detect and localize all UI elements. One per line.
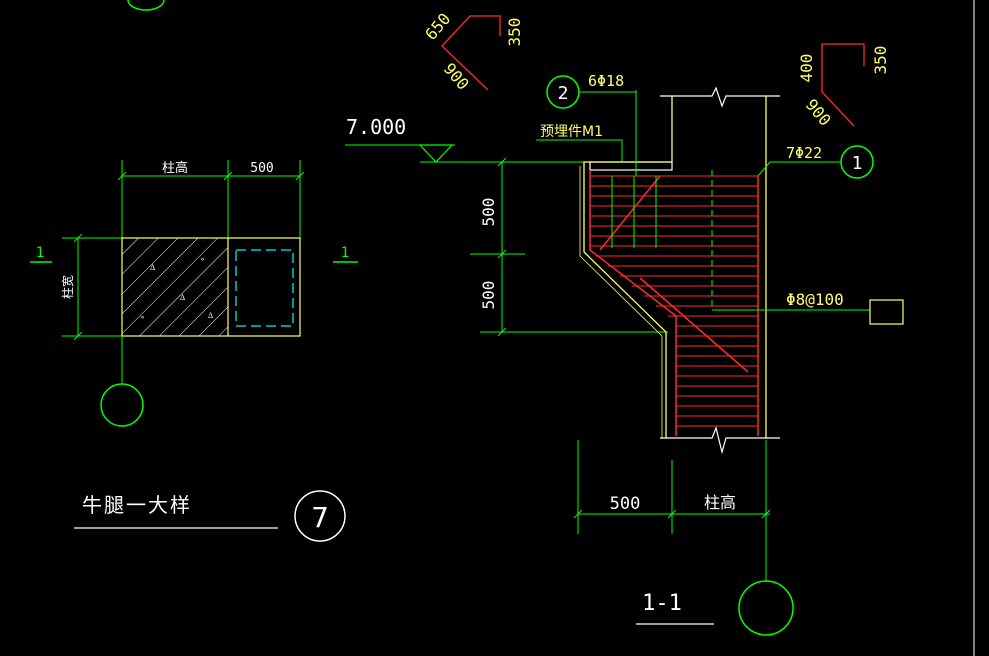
dim-bottom-500: 500 (610, 494, 641, 514)
break-line-bottom (660, 426, 780, 455)
stirrup-label: Φ8@100 (786, 290, 844, 309)
embed-plate (589, 161, 673, 171)
dim-bottom-col: 柱高 (704, 493, 736, 512)
plan-title-label: 牛腿一大样 (82, 493, 192, 517)
plan-title-block: 牛腿一大样 7 (74, 490, 346, 542)
section-title: 1-1 (642, 591, 682, 616)
svg-text:Δ: Δ (180, 293, 185, 302)
bend-right-a: 400 (797, 54, 816, 83)
bend-detail-left: 650 350 900 (421, 9, 524, 93)
bend-left-b: 350 (505, 18, 524, 47)
stirrup-tag-box (869, 299, 904, 325)
section-view: 7.000 500 500 预埋件M1 (345, 72, 904, 636)
section-axis-bubble (738, 580, 794, 636)
bend-left-c: 900 (440, 59, 473, 93)
plan-title-number: 7 (311, 501, 329, 534)
svg-text:∘: ∘ (200, 255, 205, 264)
cut-label-right: 1 (341, 245, 349, 261)
plan-outline (121, 237, 301, 337)
diagonal-bar-top (599, 175, 661, 251)
cut-label-left: 1 (36, 245, 44, 261)
plan-dim-col-depth: 柱宽 (60, 275, 75, 299)
embed-label: 预埋件M1 (540, 124, 603, 140)
diagonal-bar-main (639, 277, 749, 373)
plan-view: 柱高 500 柱宽 1 1 Δ Δ ∘ ∘ Δ (30, 160, 358, 427)
plan-column-hatch (122, 238, 228, 336)
corbel-rebar-hatch (590, 175, 758, 427)
rebar-top-count: 6Φ18 (588, 72, 624, 90)
elevation-triangle (418, 144, 454, 163)
plan-axis-bubble (100, 383, 144, 427)
rebar-top-marker: 2 (558, 83, 569, 104)
break-line-top (660, 86, 780, 108)
plan-corbel-dashed (235, 249, 294, 327)
rebar-main: 7Φ22 (786, 144, 822, 162)
section-outline-left (583, 96, 673, 438)
plan-dim-col-width: 柱高 (162, 160, 188, 176)
svg-text:Δ: Δ (150, 263, 155, 272)
dim-vertical-upper: 500 (479, 198, 498, 227)
svg-text:∘: ∘ (140, 313, 145, 322)
bend-right-b: 350 (871, 46, 890, 75)
partial-axis-bubble (127, 0, 165, 11)
dim-vertical-lower: 500 (479, 281, 498, 310)
stirrup-lines (611, 90, 870, 311)
svg-text:Δ: Δ (208, 311, 213, 320)
plan-title-circle (294, 490, 346, 542)
plan-dim-500: 500 (250, 161, 273, 176)
elevation-label: 7.000 (346, 115, 406, 139)
bend-detail-right: 400 350 900 (797, 43, 890, 130)
rebar-main-marker: 1 (852, 153, 863, 174)
